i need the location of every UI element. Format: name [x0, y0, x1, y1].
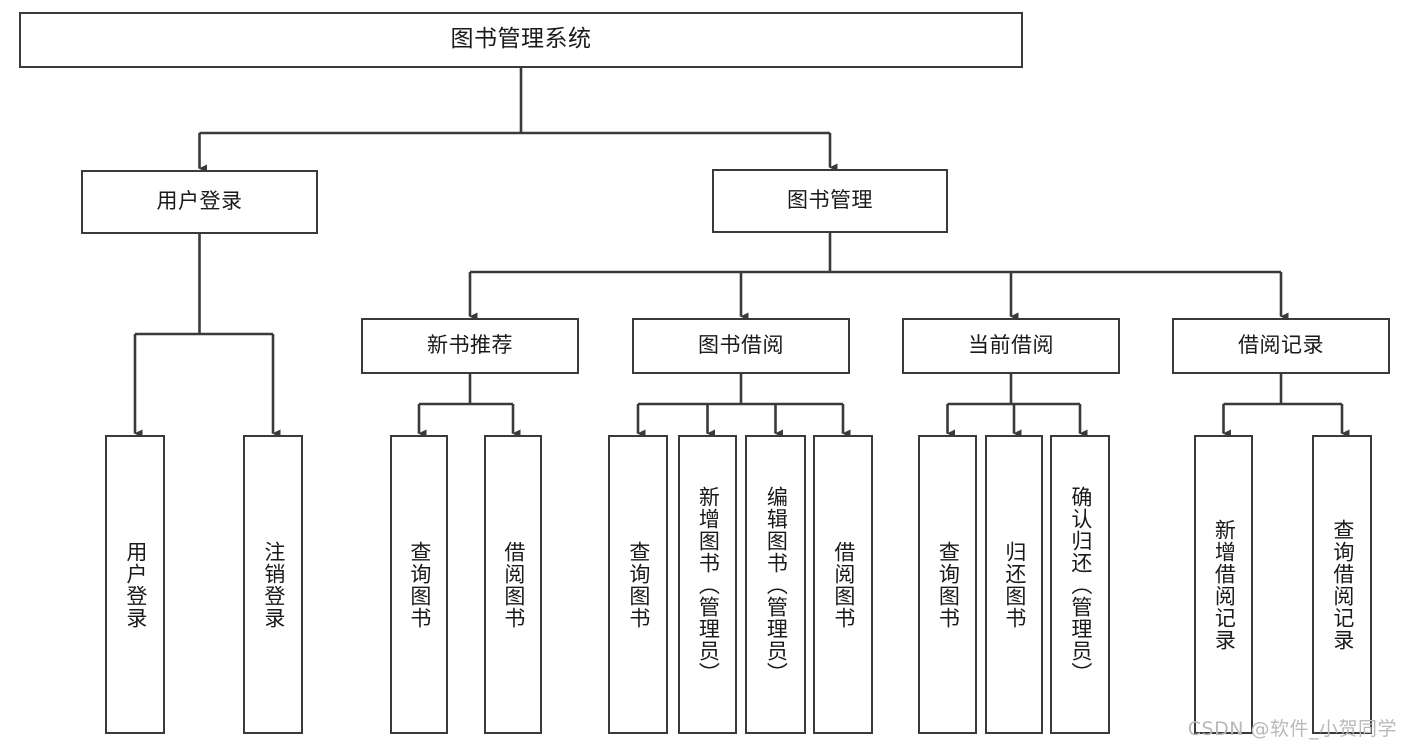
node-label: 当前借阅 [968, 333, 1054, 358]
node-label: 借阅记录 [1238, 333, 1324, 358]
node-borrow-4[interactable]: 借阅图书 [813, 435, 873, 734]
node-bookmgmt[interactable]: 图书管理 [712, 169, 948, 233]
node-label: 确认归还（管理员） [1068, 485, 1093, 684]
node-current-1[interactable]: 查询图书 [918, 435, 977, 734]
node-label: 查询借阅记录 [1330, 518, 1355, 651]
node-label: 新增借阅记录 [1212, 518, 1237, 651]
node-root[interactable]: 图书管理系统 [19, 12, 1023, 68]
node-borrow-3[interactable]: 编辑图书（管理员） [745, 435, 806, 734]
node-label: 查询图书 [626, 540, 651, 629]
node-login[interactable]: 用户登录 [81, 170, 318, 234]
node-label: 借阅图书 [501, 540, 526, 629]
node-borrow-1[interactable]: 查询图书 [608, 435, 668, 734]
node-label: 编辑图书（管理员） [764, 485, 789, 684]
node-current[interactable]: 当前借阅 [902, 318, 1120, 374]
node-label: 用户登录 [123, 540, 148, 629]
node-newbook[interactable]: 新书推荐 [361, 318, 579, 374]
node-borrow[interactable]: 图书借阅 [632, 318, 850, 374]
node-label: 图书借阅 [698, 333, 784, 358]
node-label: 借阅图书 [831, 540, 856, 629]
node-current-2[interactable]: 归还图书 [985, 435, 1043, 734]
node-label: 用户登录 [156, 189, 243, 214]
node-label: 查询图书 [936, 540, 961, 629]
node-login-2[interactable]: 注销登录 [243, 435, 303, 734]
node-label: 查询图书 [407, 540, 432, 629]
node-label: 新增图书（管理员） [696, 485, 721, 684]
node-records-2[interactable]: 查询借阅记录 [1312, 435, 1372, 734]
node-current-3[interactable]: 确认归还（管理员） [1050, 435, 1110, 734]
node-newbook-1[interactable]: 查询图书 [390, 435, 448, 734]
node-records[interactable]: 借阅记录 [1172, 318, 1390, 374]
node-label: 新书推荐 [427, 333, 513, 358]
node-label: 注销登录 [261, 540, 286, 629]
node-borrow-2[interactable]: 新增图书（管理员） [678, 435, 737, 734]
node-records-1[interactable]: 新增借阅记录 [1194, 435, 1253, 734]
node-label: 归还图书 [1002, 540, 1027, 629]
node-login-1[interactable]: 用户登录 [105, 435, 165, 734]
node-label: 图书管理系统 [450, 26, 592, 53]
node-newbook-2[interactable]: 借阅图书 [484, 435, 542, 734]
edge-group [133, 68, 1350, 438]
node-label: 图书管理 [787, 188, 873, 213]
